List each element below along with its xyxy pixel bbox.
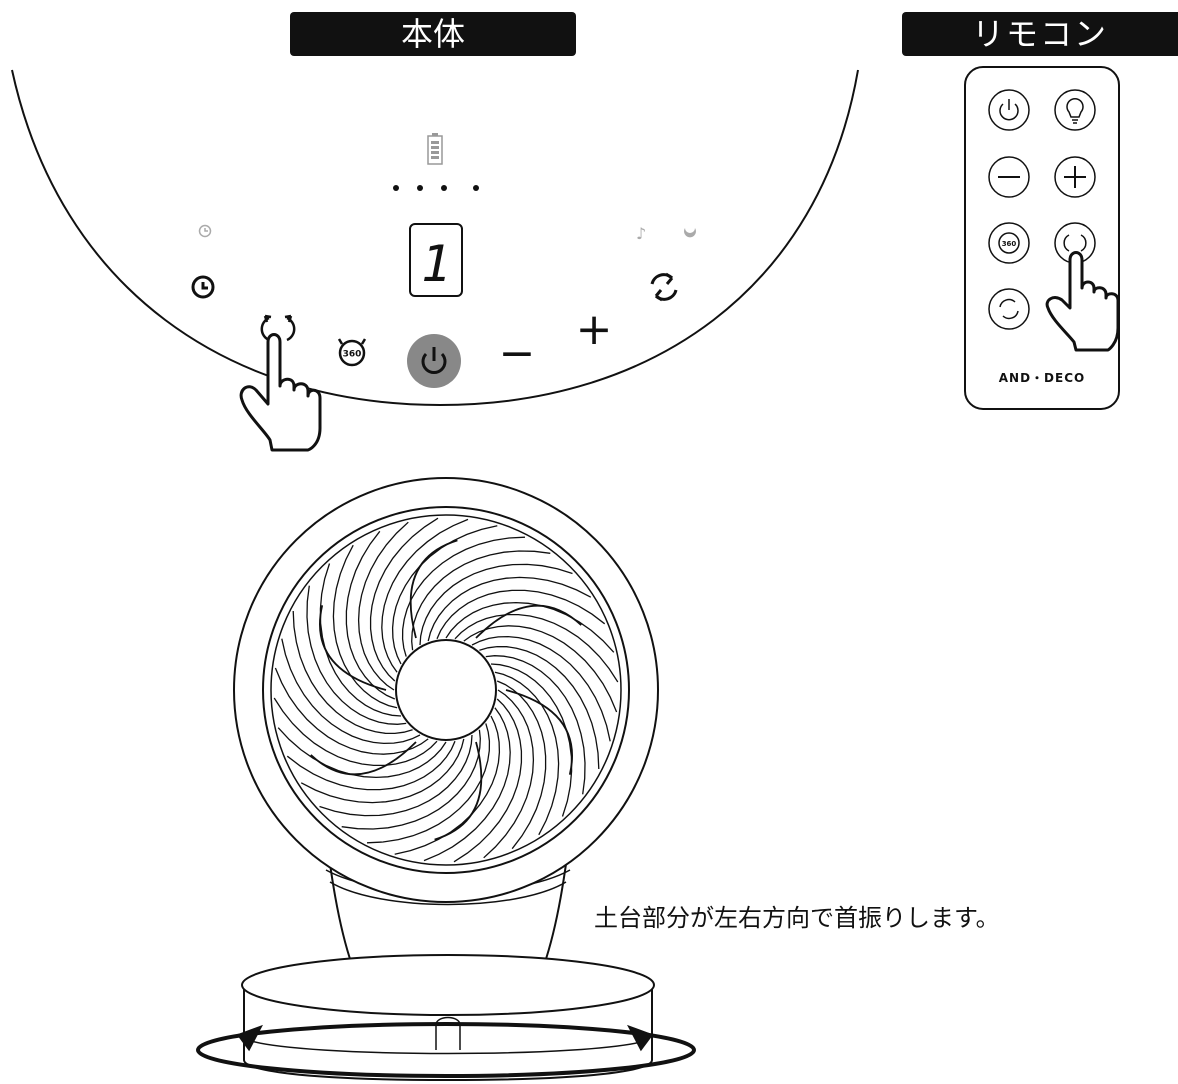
fan-blade-edge	[475, 604, 582, 639]
remote-pointing-hand-icon	[1045, 251, 1120, 352]
fan-blade-edge	[434, 741, 483, 841]
grille-wire	[357, 521, 409, 691]
pointing-hand-icon	[239, 333, 322, 452]
grille-wire	[471, 635, 611, 742]
music-note-indicator-icon: ♪	[636, 224, 646, 243]
grille-wire	[479, 645, 600, 770]
remote-mode-button[interactable]	[988, 288, 1030, 330]
oscillation-arrow	[196, 1022, 696, 1078]
timer-button[interactable]	[191, 275, 215, 299]
display-digit: 1	[421, 235, 451, 293]
grille-wire	[273, 697, 438, 767]
speed-display: 1	[409, 223, 463, 297]
grille-wire	[494, 671, 560, 836]
grille-wire	[436, 589, 606, 640]
remote-360-button[interactable]: 360	[988, 222, 1030, 264]
grille-wire	[419, 563, 573, 646]
grille-wire	[490, 663, 573, 817]
remote-control: 360 AND・DECO	[964, 66, 1120, 410]
grille-wire	[300, 738, 465, 804]
grille-wire	[391, 525, 498, 665]
remote-label: リモコン	[902, 12, 1178, 56]
grille-wire	[483, 689, 535, 859]
grille-wire	[401, 536, 526, 657]
remote-power-button[interactable]	[988, 89, 1030, 131]
mode-rotate-button[interactable]	[650, 272, 678, 302]
timer-indicator-icon	[198, 224, 212, 238]
oscillation-button[interactable]	[260, 314, 296, 342]
grille-wire	[369, 517, 439, 682]
grille-wire	[306, 585, 407, 725]
fan-blade-edge	[319, 605, 387, 691]
grille-wire	[445, 601, 615, 653]
grille-wire	[394, 715, 501, 855]
grille-wire	[277, 727, 447, 779]
main-unit-label: 本体	[290, 12, 576, 56]
grille-wire	[423, 707, 511, 862]
grille-wire	[454, 613, 619, 683]
grille-wire	[485, 655, 586, 795]
grille-wire	[381, 518, 469, 673]
grille-wire	[319, 563, 402, 717]
grille-wire	[453, 698, 523, 863]
power-button[interactable]	[407, 334, 461, 388]
control-panel-outline	[11, 69, 859, 407]
grille-wire	[332, 544, 398, 709]
fan-blade-edge	[409, 539, 458, 639]
remote-plus-button[interactable]	[1054, 156, 1096, 198]
grille-wire	[427, 576, 592, 642]
sleep-moon-indicator-icon	[684, 228, 696, 238]
fan-illustration	[233, 477, 659, 1082]
speed-level-dots	[393, 185, 479, 191]
speed-down-button[interactable]: −	[499, 328, 536, 379]
oscillation-caption: 土台部分が左右方向で首振りします。	[594, 904, 1000, 932]
fan-blade-edge	[505, 689, 573, 775]
grille-wire	[366, 723, 491, 844]
rotate-360-label: 360	[343, 350, 362, 360]
remote-light-button[interactable]	[1054, 89, 1096, 131]
fan-blade-edge	[310, 741, 417, 776]
rotate-360-button[interactable]: 360	[337, 338, 367, 367]
battery-icon	[427, 133, 443, 165]
grille-wire	[286, 740, 456, 791]
remote-brand-text: AND・DECO	[999, 371, 1085, 385]
speed-up-button[interactable]: +	[576, 304, 613, 355]
remote-minus-button[interactable]	[988, 156, 1030, 198]
grille-wire	[281, 638, 421, 745]
grille-wire	[292, 610, 413, 735]
remote-360-label: 360	[1002, 240, 1017, 248]
grille-wire	[319, 734, 473, 817]
